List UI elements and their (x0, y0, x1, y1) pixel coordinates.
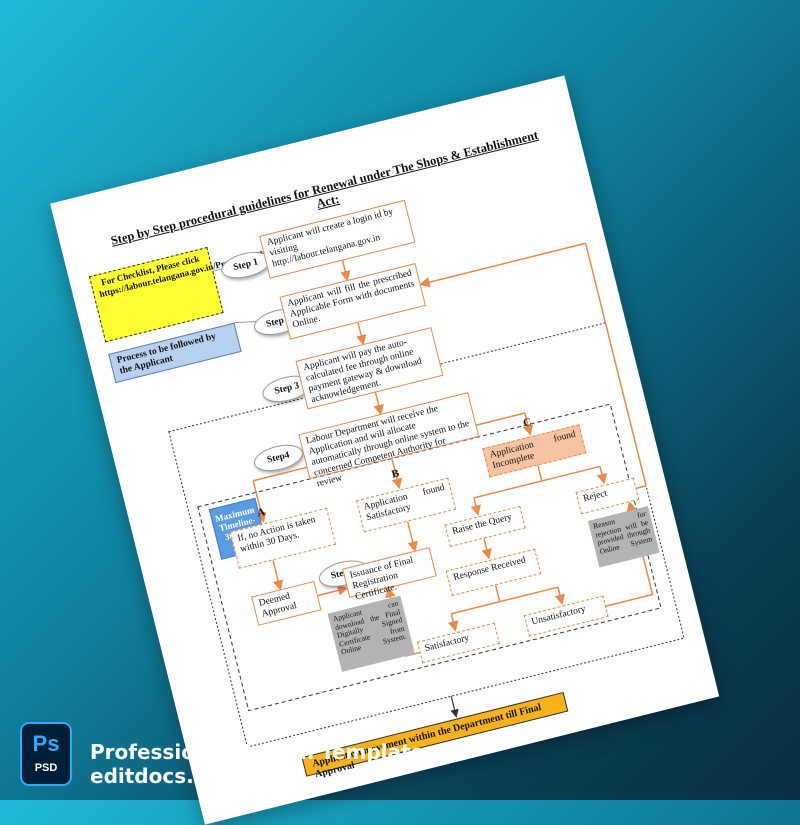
psd-label: PSD (34, 762, 58, 774)
document-page: Step by Step procedural guidelines for R… (50, 75, 720, 825)
ps-label: Ps (32, 731, 60, 756)
photoshop-icon: Ps PSD (20, 722, 72, 786)
footer-title: Professional Design Template (90, 740, 425, 764)
footer: Ps PSD Professional Design Template edit… (0, 712, 800, 800)
footer-subtitle: editdocs.is (90, 764, 213, 788)
